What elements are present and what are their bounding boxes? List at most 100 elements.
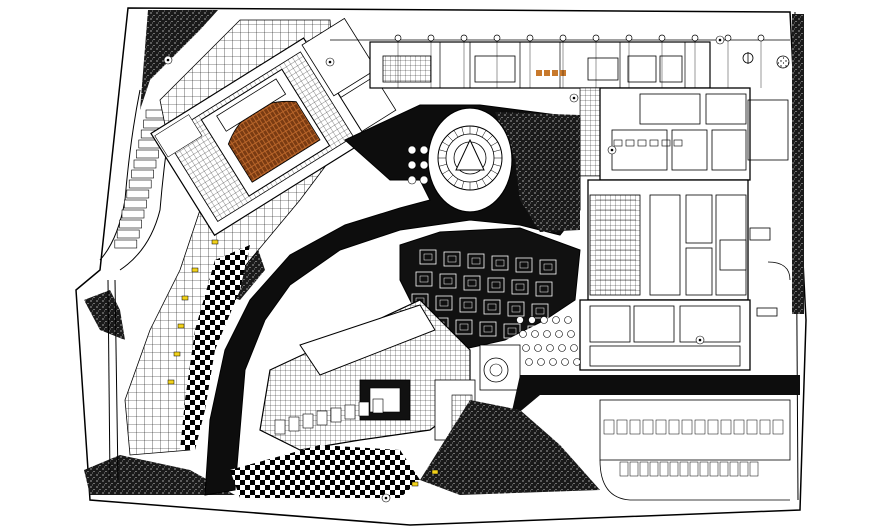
parking-bay bbox=[649, 461, 659, 477]
parking-bay bbox=[733, 419, 745, 435]
south-checker-walk bbox=[230, 445, 420, 498]
yellow-marker bbox=[211, 239, 219, 245]
parking-bay bbox=[629, 419, 641, 435]
coffer bbox=[515, 257, 533, 273]
round-table bbox=[407, 160, 417, 170]
column-marker bbox=[625, 34, 633, 42]
parking-bay bbox=[746, 419, 758, 435]
parking-bay bbox=[136, 149, 159, 159]
round-table bbox=[407, 145, 417, 155]
dining-table bbox=[546, 344, 554, 352]
parking-bay bbox=[689, 461, 699, 477]
dining-table bbox=[567, 330, 575, 338]
parking-bay bbox=[126, 189, 150, 199]
yellow-marker bbox=[177, 323, 185, 329]
south-service-road bbox=[510, 375, 800, 420]
parking-bay bbox=[699, 461, 709, 477]
east-edge-rooms bbox=[747, 99, 791, 317]
coffer bbox=[535, 281, 553, 297]
parking-bay bbox=[629, 461, 639, 477]
parking-bay bbox=[603, 419, 615, 435]
coffer bbox=[435, 295, 453, 311]
service-corridor bbox=[579, 87, 603, 177]
parking-bay bbox=[659, 461, 669, 477]
dining-table bbox=[558, 344, 566, 352]
desk bbox=[661, 139, 671, 147]
yellow-marker bbox=[167, 379, 175, 385]
yellow-marker bbox=[411, 481, 419, 487]
parking-bay bbox=[707, 419, 719, 435]
coffer bbox=[503, 323, 521, 339]
dining-table bbox=[555, 330, 563, 338]
dining-table bbox=[537, 358, 545, 366]
north-building-strip bbox=[330, 39, 790, 89]
yellow-marker bbox=[173, 351, 181, 357]
desk bbox=[637, 139, 647, 147]
parking-bay bbox=[681, 419, 693, 435]
furniture-block bbox=[552, 70, 558, 76]
desk bbox=[625, 139, 635, 147]
column-grid-markers bbox=[394, 34, 765, 88]
dining-table bbox=[543, 330, 551, 338]
column-marker bbox=[559, 34, 567, 42]
dining-table bbox=[573, 358, 581, 366]
parking-bay bbox=[116, 229, 140, 239]
dining-table bbox=[522, 344, 530, 352]
rotunda-center-triangle bbox=[455, 138, 485, 171]
tree-symbols bbox=[163, 35, 725, 503]
coffer bbox=[507, 301, 525, 317]
column-marker bbox=[691, 34, 699, 42]
dining-table bbox=[528, 316, 536, 324]
coffer bbox=[463, 275, 481, 291]
desk bbox=[613, 139, 623, 147]
coffer bbox=[491, 255, 509, 271]
parking-bay bbox=[128, 179, 152, 189]
stall bbox=[330, 407, 342, 423]
stall bbox=[302, 413, 314, 429]
dining-table bbox=[564, 316, 572, 324]
parking-bay bbox=[655, 419, 667, 435]
auditorium-stage bbox=[216, 78, 287, 132]
south-landscape-texture bbox=[420, 400, 600, 495]
parking-bay bbox=[720, 419, 732, 435]
parking-bay bbox=[133, 159, 157, 169]
coffer bbox=[479, 321, 497, 337]
parking-bay bbox=[131, 169, 154, 179]
auditorium-building bbox=[150, 17, 397, 237]
furniture-block bbox=[544, 70, 550, 76]
dining-table bbox=[549, 358, 557, 366]
round-table bbox=[407, 175, 417, 185]
stall bbox=[344, 404, 356, 420]
east-planting-strip bbox=[792, 14, 804, 314]
parking-bay bbox=[619, 461, 629, 477]
north-arrow-icon bbox=[742, 52, 790, 69]
furniture-block bbox=[536, 70, 542, 76]
parking-bay bbox=[749, 461, 759, 477]
parking-bay bbox=[121, 209, 145, 219]
dining-table bbox=[540, 316, 548, 324]
parking-bay bbox=[639, 461, 649, 477]
south-central-building bbox=[259, 299, 476, 451]
coffer bbox=[539, 259, 557, 275]
parking-bay bbox=[709, 461, 719, 477]
coffer bbox=[531, 303, 549, 319]
parking-bay bbox=[739, 461, 749, 477]
east-building-complex bbox=[579, 87, 751, 371]
coffer bbox=[439, 273, 457, 289]
parking-bay bbox=[642, 419, 654, 435]
desk bbox=[673, 139, 683, 147]
dining-table bbox=[531, 330, 539, 338]
parking-bay bbox=[729, 461, 739, 477]
parking-bay bbox=[679, 461, 689, 477]
column-marker bbox=[460, 34, 468, 42]
dining-table bbox=[561, 358, 569, 366]
column-marker bbox=[394, 34, 402, 42]
hall-seating-grid bbox=[589, 194, 641, 296]
round-table bbox=[419, 160, 429, 170]
column-marker bbox=[757, 34, 765, 42]
coffer bbox=[511, 279, 529, 295]
parking-bay bbox=[694, 419, 706, 435]
stall bbox=[372, 398, 384, 414]
